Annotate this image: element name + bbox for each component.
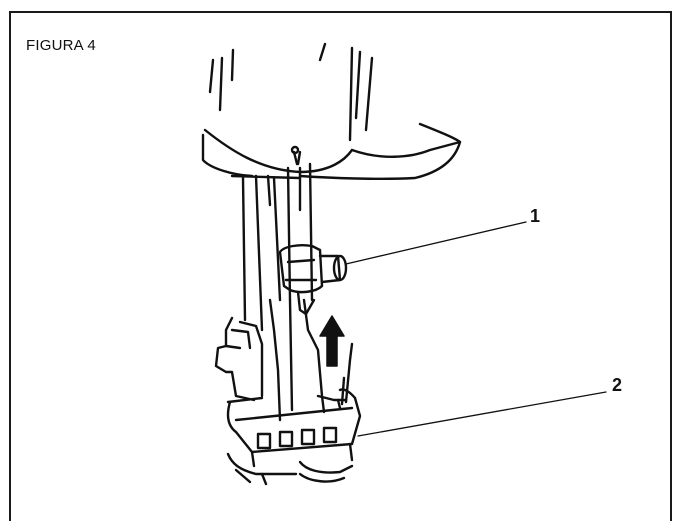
presser-foot bbox=[214, 298, 362, 486]
up-arrow-icon bbox=[319, 315, 345, 367]
thumb-screw bbox=[278, 244, 348, 316]
leader-line-2 bbox=[357, 391, 607, 437]
callout-label-1: 1 bbox=[530, 206, 541, 226]
figure-frame bbox=[9, 11, 672, 521]
callout-label-2: 2 bbox=[612, 375, 623, 395]
machine-head bbox=[201, 42, 462, 181]
presser-bar bbox=[241, 145, 314, 332]
leader-line-1 bbox=[345, 221, 527, 265]
figure-title: FIGURA 4 bbox=[26, 37, 96, 54]
